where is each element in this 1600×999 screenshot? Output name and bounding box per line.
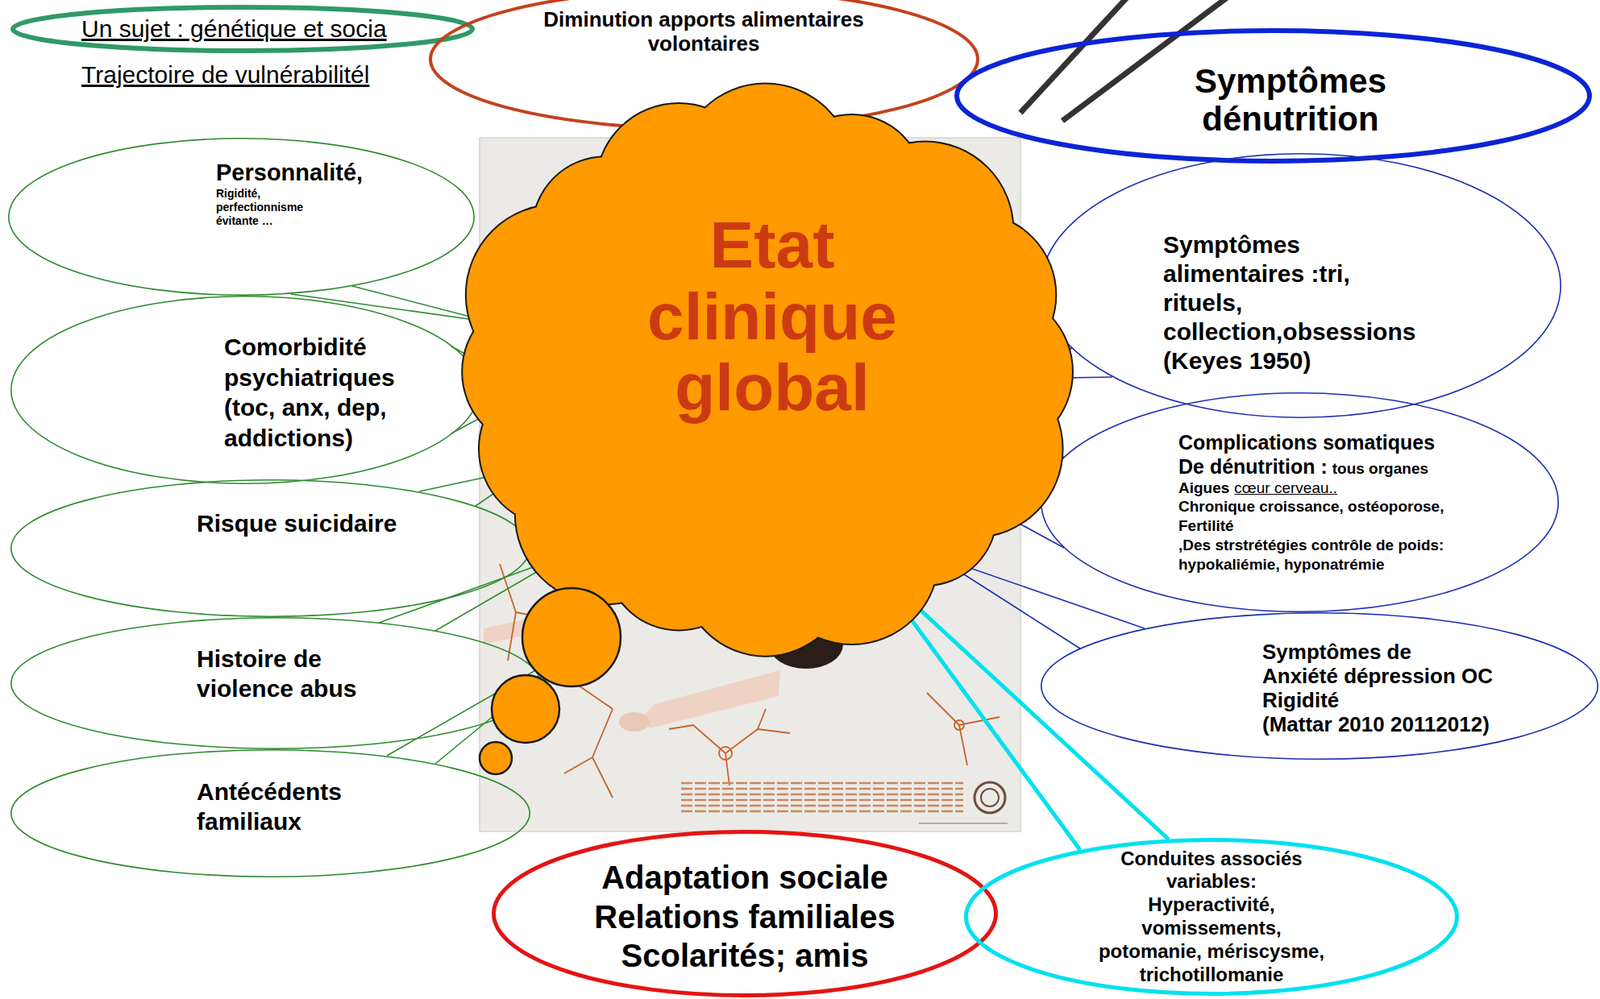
ellipse-outline [1041,153,1561,418]
caption-texture [681,793,964,796]
speech-bubble: Personnalité,Rigidité, perfectionnisme é… [8,137,475,296]
node-text: Histoire de violence abus [196,644,383,705]
node-text: (Mattar 2010 20112012) [1262,713,1493,738]
node-text-block: Personnalité,Rigidité, perfectionnisme é… [216,158,363,228]
node-text: Un sujet : génétique et socia [81,16,387,42]
speech-bubble: Conduites associés variables:Hyperactivi… [964,838,1459,997]
neuron-drawing [564,757,593,774]
node-text-block: Comorbidité psychiatriques (toc, anx, de… [224,332,404,453]
ellipse-shape [10,479,531,618]
speech-bubble: Complications somatiquesDe dénutrition :… [1040,392,1559,613]
node-text-block: Symptômes dénutrition [1189,62,1392,138]
node-text-block: Un sujet : génétique et socia [81,16,387,42]
node-text-block: Diminution apports alimentaires volontai… [514,8,894,57]
node-text: De dénutrition : [1178,455,1328,478]
ellipse-outline [966,840,1458,995]
speech-bubble: Risque suicidaire [10,479,531,618]
ellipse-outline [8,138,474,296]
hand-shape [619,712,650,732]
ellipse-outline [11,750,530,877]
ellipse-outline [956,30,1590,162]
ellipse-outline [12,7,473,51]
node-text: Chronique croissance, ostéoporose, Ferti… [1178,497,1485,537]
neuron-drawing [592,757,613,798]
node-text-block: Antécédents familiaux [196,777,383,838]
note-label: Trajectoire de vulnérabilitél [81,61,370,90]
speech-bubble: Comorbidité psychiatriques (toc, anx, de… [10,295,480,485]
node-text: Rigidité [1262,689,1493,714]
ellipse-outline [11,480,530,617]
node-text: Aigues [1178,479,1230,497]
thought-bubble [522,588,621,687]
neuron-cell [718,747,732,761]
node-text: Hyperactivité, vomissements, potomanie, … [1093,893,1330,987]
node-text-block: Histoire de violence abus [196,644,383,705]
caption-texture [681,782,964,785]
neuron-cell [954,720,965,731]
node-text: Conduites associés variables: [1090,847,1333,895]
page-footer-rule [918,822,1008,825]
node-text-block: Complications somatiquesDe dénutrition :… [1178,430,1485,575]
node-text: Rigidité, perfectionnisme évitante … [216,187,329,228]
neuron-drawing [725,729,790,754]
node-text-block: Etat clinique global [639,209,906,424]
node-text-block: Adaptation sociale Relations familiales … [579,858,911,977]
node-text: cœur cerveau.. [1234,479,1338,497]
node-text: Symptômes de [1262,640,1493,665]
node-text: Anxiété dépression OC [1262,664,1493,690]
node-text-block: Symptômes deAnxiété dépression OCRigidit… [1262,640,1493,738]
node-text-block: Symptômes alimentaires :tri, rituels, co… [1163,230,1433,376]
cloud-node: Etat clinique global [448,80,1082,664]
dark-stroke [1020,0,1129,113]
node-text-block: Conduites associés variables:Hyperactivi… [1090,847,1333,988]
ellipse-outline [1041,613,1598,760]
caption-texture [681,805,964,807]
thought-bubble [491,675,560,744]
ellipse-node: Symptômes dénutrition [954,28,1592,164]
ellipse-outline [1041,393,1559,612]
arm-shape [641,670,781,729]
neuron-drawing [926,693,1000,726]
node-text: Symptômes alimentaires :tri, rituels, co… [1163,230,1433,376]
node-text: Diminution apports alimentaires volontai… [514,8,894,57]
node-text: Etat clinique global [639,209,906,424]
caption-texture [681,810,964,813]
node-text: Risque suicidaire [196,509,397,539]
speech-bubble: Symptômes alimentaires :tri, rituels, co… [1040,153,1562,419]
ellipse-outline [11,618,541,749]
node-text: Comorbidité psychiatriques (toc, anx, de… [224,332,404,453]
caption-texture [681,788,964,790]
node-text: tous organes [1332,460,1429,478]
ellipse-node: Un sujet : génétique et socia [10,4,475,54]
speech-bubble: Symptômes deAnxiété dépression OCRigidit… [1040,612,1599,761]
speech-bubble: Histoire de violence abus [10,617,541,750]
ellipse-outline [11,296,479,484]
stamp-mark [974,782,1006,814]
node-text-block: Risque suicidaire [196,509,397,539]
stamp-mark [980,789,999,807]
neuron-drawing [592,709,613,758]
cloud-fill [490,122,1040,622]
neuron-drawing [669,725,726,754]
neuron-drawing [959,725,968,766]
speech-bubble: Antécédents familiaux [10,749,531,878]
caption-texture [681,799,964,802]
node-text: Personnalité, [216,158,363,188]
node-text: Symptômes dénutrition [1189,62,1392,138]
node-text: Complications somatiques [1178,430,1485,455]
node-text: Adaptation sociale Relations familiales … [579,858,911,977]
ellipse-node: Adaptation sociale Relations familiales … [491,830,998,998]
node-text: hypokaliémie, hyponatrémie [1178,555,1485,575]
node-text: Antécédents familiaux [196,777,383,838]
thought-bubble [479,742,512,775]
node-text: ,Des strstrétégies contrôle de poids: [1178,536,1485,556]
ellipse-outline [494,832,997,997]
neuron-drawing [757,709,766,730]
